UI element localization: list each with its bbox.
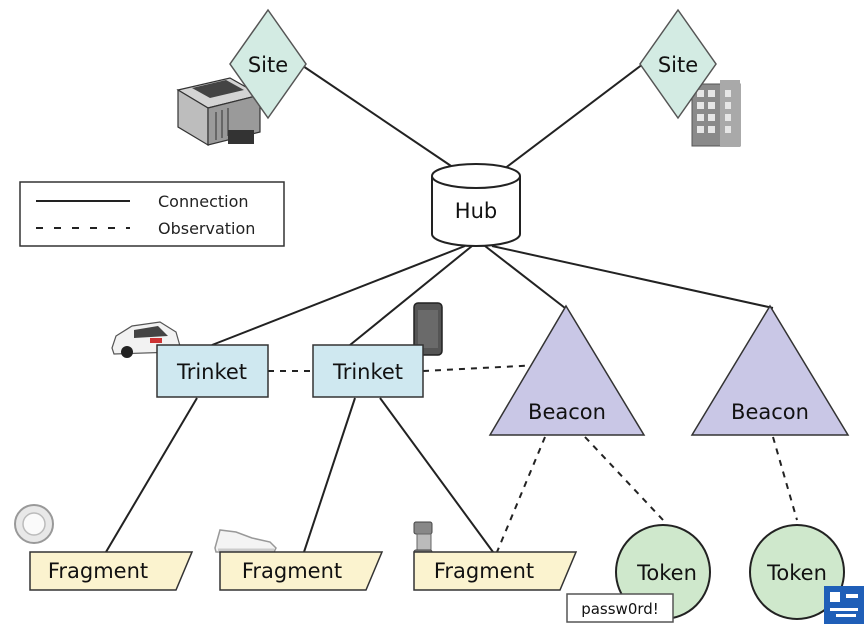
site-left: Site (229, 8, 307, 120)
edge-hub-trinket2 (349, 245, 473, 346)
fragment-1-shape (29, 551, 194, 591)
edge-hub-beacon1 (484, 245, 566, 309)
edge-trinket1-fragment1 (105, 397, 198, 553)
obs-beacon1-fragment3 (496, 436, 546, 553)
trinket-1-box (156, 344, 269, 398)
legend-box (19, 181, 285, 247)
hub-label: Hub (455, 199, 497, 223)
qr-badge-icon (824, 586, 864, 624)
beacon-2-shape (690, 304, 850, 436)
beacon-2-label: Beacon (731, 400, 809, 424)
token-1-label: Token (636, 561, 697, 585)
fragment-3: Fragment (413, 551, 578, 591)
connection-lines (105, 63, 774, 553)
shoe-icon (214, 529, 277, 553)
trinket-2-box (312, 344, 424, 398)
site-right: Site (639, 8, 717, 120)
obs-beacon2-token2 (772, 436, 798, 521)
fragment-1: Fragment (29, 551, 194, 591)
fragment-1-label: Fragment (48, 559, 148, 583)
trinket-1-label: Trinket (176, 360, 247, 384)
obs-trinket2-beacon1 (422, 364, 541, 372)
edge-site-left-hub (299, 63, 461, 173)
legend-connection-label: Connection (158, 192, 249, 211)
legend: Connection Observation (19, 181, 285, 247)
fragment-3-label: Fragment (434, 559, 534, 583)
trinket-1: Trinket (156, 344, 269, 398)
beacon-1: Beacon (488, 304, 646, 436)
fragment-3-shape (413, 551, 578, 591)
beacon-2: Beacon (690, 304, 850, 436)
phone-icon (413, 302, 443, 356)
trinket-2-label: Trinket (332, 360, 403, 384)
site-left-label: Site (248, 53, 288, 77)
observation-lines (268, 364, 798, 553)
token-2-label: Token (766, 561, 827, 585)
edge-hub-trinket1 (211, 245, 466, 346)
site-left-shape (229, 8, 307, 120)
trinket-2: Trinket (312, 344, 424, 398)
building-icon (691, 80, 741, 147)
beacon-1-label: Beacon (528, 400, 606, 424)
printer-icon (176, 77, 262, 147)
edge-trinket2-fragment2 (303, 397, 356, 553)
fragment-2-label: Fragment (242, 559, 342, 583)
edge-trinket2-fragment3 (379, 397, 494, 553)
edge-hub-beacon2 (491, 245, 774, 309)
fragment-2: Fragment (219, 551, 384, 591)
password-note-box (566, 593, 674, 623)
ring-icon (14, 504, 54, 544)
site-right-shape (639, 8, 717, 120)
edge-site-right-hub (499, 63, 644, 173)
hub-top (431, 163, 521, 189)
beacon-1-shape (488, 304, 646, 436)
legend-observation-label: Observation (158, 219, 255, 238)
password-note-text: passw0rd! (581, 600, 659, 618)
token-2: Token (749, 524, 845, 620)
token-2-shape (749, 524, 845, 620)
site-right-label: Site (658, 53, 698, 77)
hub-body (431, 176, 521, 247)
obs-beacon1-token1 (584, 436, 664, 521)
fragment-2-shape (219, 551, 384, 591)
hub: Hub (431, 163, 521, 247)
password-note: passw0rd! (566, 593, 674, 623)
